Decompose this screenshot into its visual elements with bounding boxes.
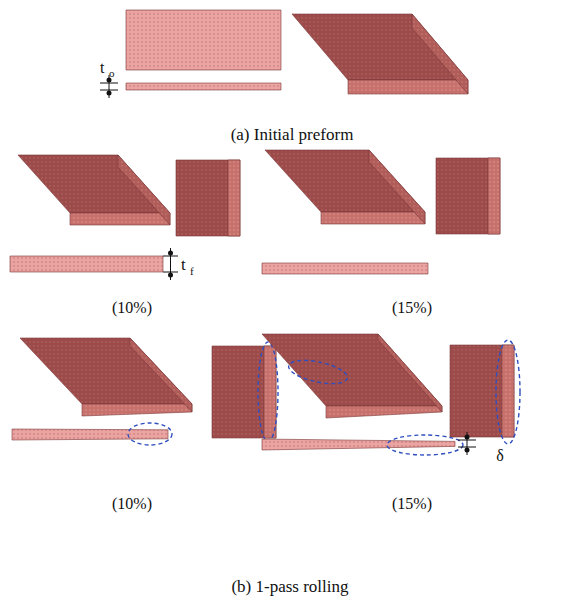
side-view-bar <box>262 439 455 450</box>
slab-side <box>118 155 170 225</box>
deflection-symbol: δ <box>496 448 504 464</box>
slab-front <box>82 404 192 416</box>
side-view-bar <box>262 263 428 274</box>
slab-side <box>378 334 442 412</box>
slab-top <box>292 14 468 80</box>
thickness-mark <box>163 248 178 280</box>
reduction-ratio: (10%) <box>112 496 152 512</box>
zoom-inset <box>176 160 240 236</box>
highlight-ellipse <box>387 435 463 455</box>
zoom-inset <box>212 346 276 438</box>
reduction-ratio: (15%) <box>392 300 432 316</box>
slab-front <box>70 213 170 225</box>
zoom-edge <box>264 346 276 438</box>
sub-caption: (a) Initial preform <box>231 126 354 143</box>
side-view-bar <box>126 83 281 90</box>
side-view-bar <box>12 429 168 440</box>
highlight-ellipse <box>496 340 520 444</box>
slab-front <box>326 406 442 418</box>
zoom-edge <box>502 345 514 437</box>
slab-front <box>348 80 468 94</box>
highlight-ellipse <box>287 356 350 388</box>
slab-top <box>18 155 170 213</box>
slab-front <box>321 212 425 224</box>
thickness-symbol: t <box>181 256 186 273</box>
reduction-ratio: (10%) <box>112 300 152 316</box>
zoom-edge <box>228 160 240 236</box>
slab-side <box>412 14 468 94</box>
zoom-edge <box>488 158 500 234</box>
preform-plan-view <box>126 10 281 70</box>
highlight-ellipse <box>258 342 278 442</box>
reduction-ratio: (15%) <box>392 496 432 512</box>
slab-top <box>20 338 192 404</box>
thickness-symbol: o <box>109 68 115 79</box>
slab-top <box>265 150 425 212</box>
side-view-bar <box>10 256 163 272</box>
sub-caption: (b) 1-pass rolling <box>231 578 348 595</box>
slab-top <box>262 334 442 406</box>
highlight-ellipse <box>128 423 172 445</box>
zoom-inset <box>436 158 500 234</box>
slab-side <box>369 150 425 224</box>
zoom-inset <box>450 345 514 437</box>
thickness-symbol: t <box>100 60 104 76</box>
slab-side <box>130 338 192 412</box>
thickness-mark <box>458 432 476 455</box>
thickness-symbol: f <box>190 266 194 277</box>
